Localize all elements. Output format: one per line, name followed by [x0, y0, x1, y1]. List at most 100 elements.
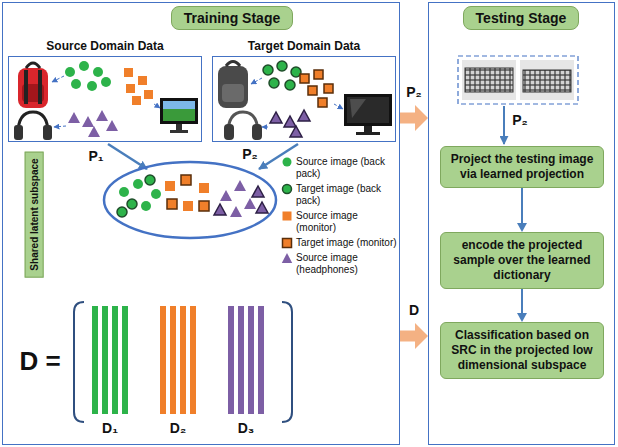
dictionary-atoms — [180, 306, 186, 414]
stage-panel: Training StageSource Domain Data Target D… — [2, 2, 400, 445]
target-squares — [318, 98, 327, 107]
stage-heading: Training Stage — [171, 6, 293, 30]
dictionary-atoms — [102, 306, 108, 414]
stage-panel: Testing StageProject the testing image v… — [428, 2, 615, 445]
source-squares — [132, 96, 141, 105]
dashed-pointer — [251, 78, 343, 127]
target-circles — [285, 80, 295, 90]
projection-arrow — [259, 144, 298, 169]
target-circles — [127, 199, 137, 209]
target-triangles — [214, 186, 268, 215]
projection-arrow — [503, 106, 505, 144]
dashed-pointer — [262, 127, 268, 128]
source-circles — [65, 61, 111, 91]
projection-arrow — [108, 144, 147, 169]
process-box: Classification based on SRC in the proje… — [440, 322, 604, 379]
target-triangles — [284, 116, 296, 127]
legend-row: Source image (monitor) — [281, 210, 398, 234]
source-triangles — [220, 190, 232, 201]
domain-frame — [212, 56, 396, 142]
monitor-icon — [163, 101, 195, 121]
source-triangles — [88, 126, 100, 137]
monitor-icon — [163, 101, 195, 109]
monitor-icon — [160, 98, 198, 124]
target-triangles — [256, 202, 268, 213]
legend-text: Source image (headphones) — [296, 252, 398, 276]
source-triangles — [82, 116, 94, 127]
connector-line — [400, 331, 416, 342]
arrow-head — [415, 105, 428, 131]
legend-row: Source image (headphones) — [281, 252, 398, 276]
dictionary-atoms — [228, 306, 264, 414]
sub-dictionary-label: D₂ — [170, 420, 186, 437]
connector-line — [521, 289, 523, 314]
legend-text: Source image (monitor) — [296, 210, 398, 234]
stage-heading: Testing Stage — [463, 6, 580, 30]
source-circles — [79, 61, 89, 71]
legend-row: Target image (monitor) — [281, 237, 398, 249]
projection-label: P₂ — [242, 146, 258, 163]
backpack-icon — [18, 63, 48, 108]
backpack-icon — [26, 63, 40, 68]
dashed-pointer — [334, 104, 343, 109]
headphones-photo — [224, 124, 234, 140]
backpack-icon — [18, 68, 48, 108]
monitor-photo — [344, 94, 392, 135]
projection-arrow — [108, 144, 298, 169]
target-squares — [324, 84, 333, 93]
source-triangles — [96, 110, 108, 121]
source-squares — [165, 181, 175, 191]
test-image-frame — [458, 56, 578, 104]
keyboard-photo — [523, 70, 571, 92]
legend-swatch — [281, 156, 293, 168]
dictionary-atoms — [160, 306, 166, 414]
target-triangles — [270, 110, 310, 137]
subspace-label: Shared latent subspace — [28, 158, 41, 270]
headphones-photo — [224, 112, 262, 140]
dictionary-atoms — [170, 306, 176, 414]
connector-arrow — [517, 289, 527, 322]
dictionary-atoms — [92, 306, 98, 414]
monitor-photo — [364, 126, 372, 132]
source-circles — [65, 67, 75, 77]
connector-arrow — [400, 105, 428, 131]
keyboard-photo — [520, 60, 574, 100]
domain-box: Target Domain Data — [212, 38, 396, 142]
monitor-photo — [347, 97, 389, 123]
target-triangles — [252, 186, 264, 197]
dictionary-atoms — [160, 306, 196, 414]
monitor-photo — [356, 132, 380, 135]
connector-label: D — [408, 302, 420, 319]
domain-heading: Target Domain Data — [212, 38, 396, 54]
source-triangles — [220, 180, 256, 217]
source-circles — [71, 79, 81, 89]
sub-dictionary-label: D₃ — [238, 420, 255, 437]
domain-heading: Source Domain Data — [8, 38, 202, 54]
connector-line — [521, 188, 523, 224]
monitor-icon — [170, 130, 188, 133]
target-squares — [167, 199, 177, 209]
legend-swatch — [283, 158, 292, 167]
projection-label: P₁ — [88, 148, 103, 165]
process-box: encode the projected sample over the lea… — [440, 232, 604, 289]
dictionary-atoms — [248, 306, 254, 414]
source-circles — [133, 179, 143, 189]
source-circles — [151, 189, 161, 199]
target-squares — [181, 175, 191, 185]
process-text: Classification based on SRC in the proje… — [447, 328, 597, 373]
domain-frame — [8, 56, 202, 142]
dictionary-atoms — [190, 306, 196, 414]
matrix-bracket — [74, 302, 84, 422]
dashed-pointer — [52, 76, 160, 127]
dictionary-atoms — [92, 306, 128, 414]
legend-text: Source image (back pack) — [296, 156, 398, 180]
monitor-icon — [176, 124, 182, 130]
process-text: Project the testing image via learned pr… — [447, 152, 597, 182]
source-squares — [124, 68, 153, 105]
dashed-pointer — [52, 76, 64, 82]
target-circles — [145, 175, 155, 185]
target-triangles — [298, 110, 310, 121]
dashed-pointer — [251, 78, 262, 84]
legend-swatch — [283, 239, 292, 248]
